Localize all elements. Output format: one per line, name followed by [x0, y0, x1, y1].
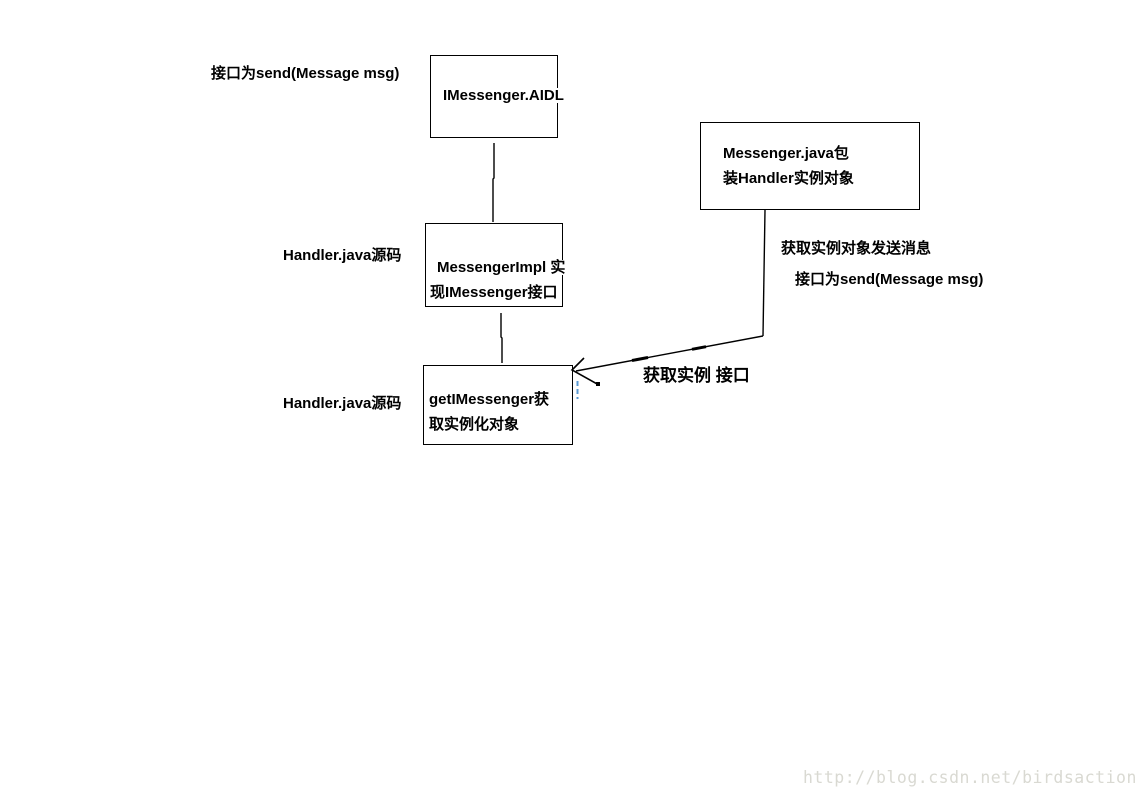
box-imessenger-aidl-label: IMessenger.AIDL	[443, 87, 566, 104]
box-get-imessenger: getIMessenger获 取实例化对象	[423, 365, 573, 445]
connector-messenger-down	[762, 209, 766, 337]
label-send-interface-right: 接口为send(Message msg)	[795, 271, 984, 288]
watermark: http://blog.csdn.net/birdsaction	[803, 768, 1137, 787]
connector-aidl-to-impl	[492, 143, 495, 222]
box-get-imessenger-line1: getIMessenger获	[429, 391, 550, 408]
box-messenger-impl: MessengerImpl 实 现IMessenger接口	[425, 223, 568, 307]
diagonal-thick-dash-2	[691, 345, 707, 351]
box-get-imessenger-line2: 取实例化对象	[429, 416, 520, 433]
label-handler-source-upper: Handler.java源码	[283, 247, 402, 264]
label-send-interface-top: 接口为send(Message msg)	[211, 65, 400, 82]
arrow-barb-dot	[596, 382, 600, 386]
box-messenger-java: Messenger.java包 装Handler实例对象	[700, 122, 920, 210]
box-messenger-java-line2: 装Handler实例对象	[723, 170, 854, 187]
connector-impl-to-get	[500, 313, 503, 363]
box-imessenger-aidl: IMessenger.AIDL	[430, 55, 566, 138]
box-messenger-impl-line1: MessengerImpl 实	[437, 259, 568, 276]
label-handler-source-lower: Handler.java源码	[283, 395, 402, 412]
box-messenger-impl-line2: 现IMessenger接口	[430, 284, 560, 301]
box-messenger-java-line1: Messenger.java包	[723, 145, 849, 162]
arrow-head-icon	[570, 357, 600, 386]
label-get-instance-interface: 获取实例 接口	[643, 366, 750, 385]
diagonal-thick-dash-1	[631, 356, 649, 362]
label-get-instance-send-message: 获取实例对象发送消息	[781, 240, 932, 257]
